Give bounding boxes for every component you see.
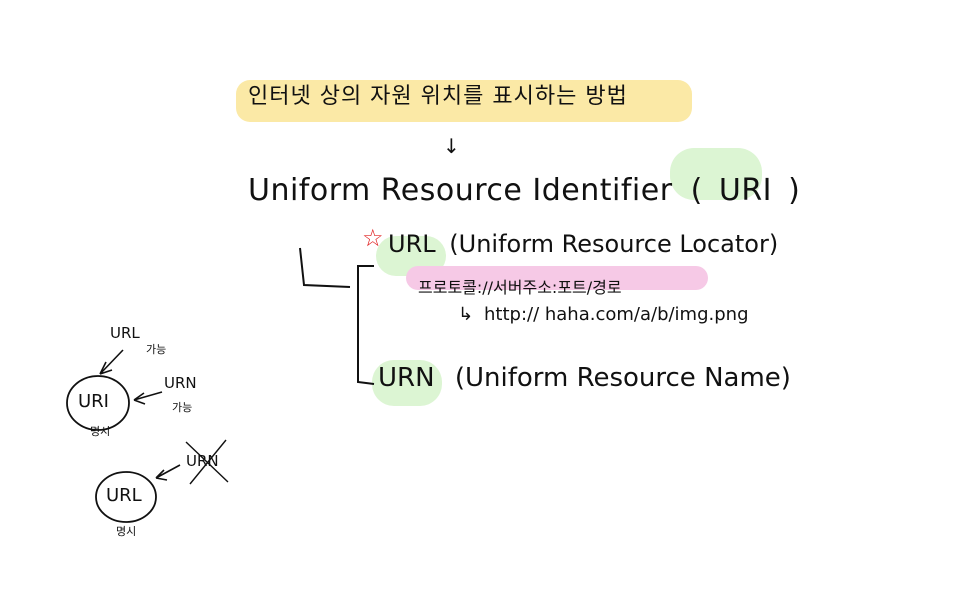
tree-bracket-line (357, 265, 375, 385)
sketch1-url-label: URL (110, 324, 140, 342)
url-full-name: (Uniform Resource Locator) (449, 230, 779, 258)
uri-abbreviation: URI (718, 173, 773, 208)
uri-circle (66, 375, 130, 431)
crossed-arrow (155, 464, 181, 481)
star-icon: ☆ (362, 224, 384, 252)
sketch1-urn-label: URN (164, 374, 197, 392)
url-example: http:// haha.com/a/b/img.png (484, 304, 749, 325)
uri-full-name: Uniform Resource Identifier (248, 173, 673, 208)
uri-heading: Uniform Resource Identifier ( URI ) (248, 176, 800, 206)
url-heading: URL (Uniform Resource Locator) (388, 232, 778, 256)
sketch2-crossed-urn-label: URN (186, 452, 219, 470)
protocol-highlight (406, 266, 708, 290)
sketch1-url-sub: 가능 (146, 343, 167, 356)
uri-open-paren: ( (690, 173, 703, 208)
url-abbreviation: URL (388, 230, 436, 258)
urn-full-name: (Uniform Resource Name) (454, 363, 791, 393)
protocol-format: 프로토콜://서버주소:포트/경로 (418, 278, 622, 297)
page-title: 인터넷 상의 자원 위치를 표시하는 방법 (248, 84, 628, 109)
urn-heading: URN (Uniform Resource Name) (378, 365, 791, 391)
cross-mark (185, 439, 229, 485)
url-arrow (99, 349, 124, 375)
sketch1-urn-sub: 가능 (172, 401, 193, 414)
title-highlight (236, 80, 692, 122)
urn-highlight (372, 360, 442, 406)
example-arrow-icon: ↳ (458, 304, 474, 325)
uri-highlight (670, 148, 762, 200)
sketch2-bottom-sub: 명시 (116, 525, 137, 538)
sketch1-center-label: URI (78, 391, 109, 412)
uri-close-paren: ) (788, 173, 801, 208)
tree-elbow-line (299, 247, 351, 288)
urn-abbreviation: URN (378, 363, 435, 393)
urn-arrow (133, 391, 163, 405)
sketch2-center-label: URL (106, 485, 142, 506)
down-arrow-icon: ↓ (443, 134, 460, 158)
sketch1-bottom-sub: 명시 (90, 425, 111, 438)
url-circle (95, 471, 157, 523)
